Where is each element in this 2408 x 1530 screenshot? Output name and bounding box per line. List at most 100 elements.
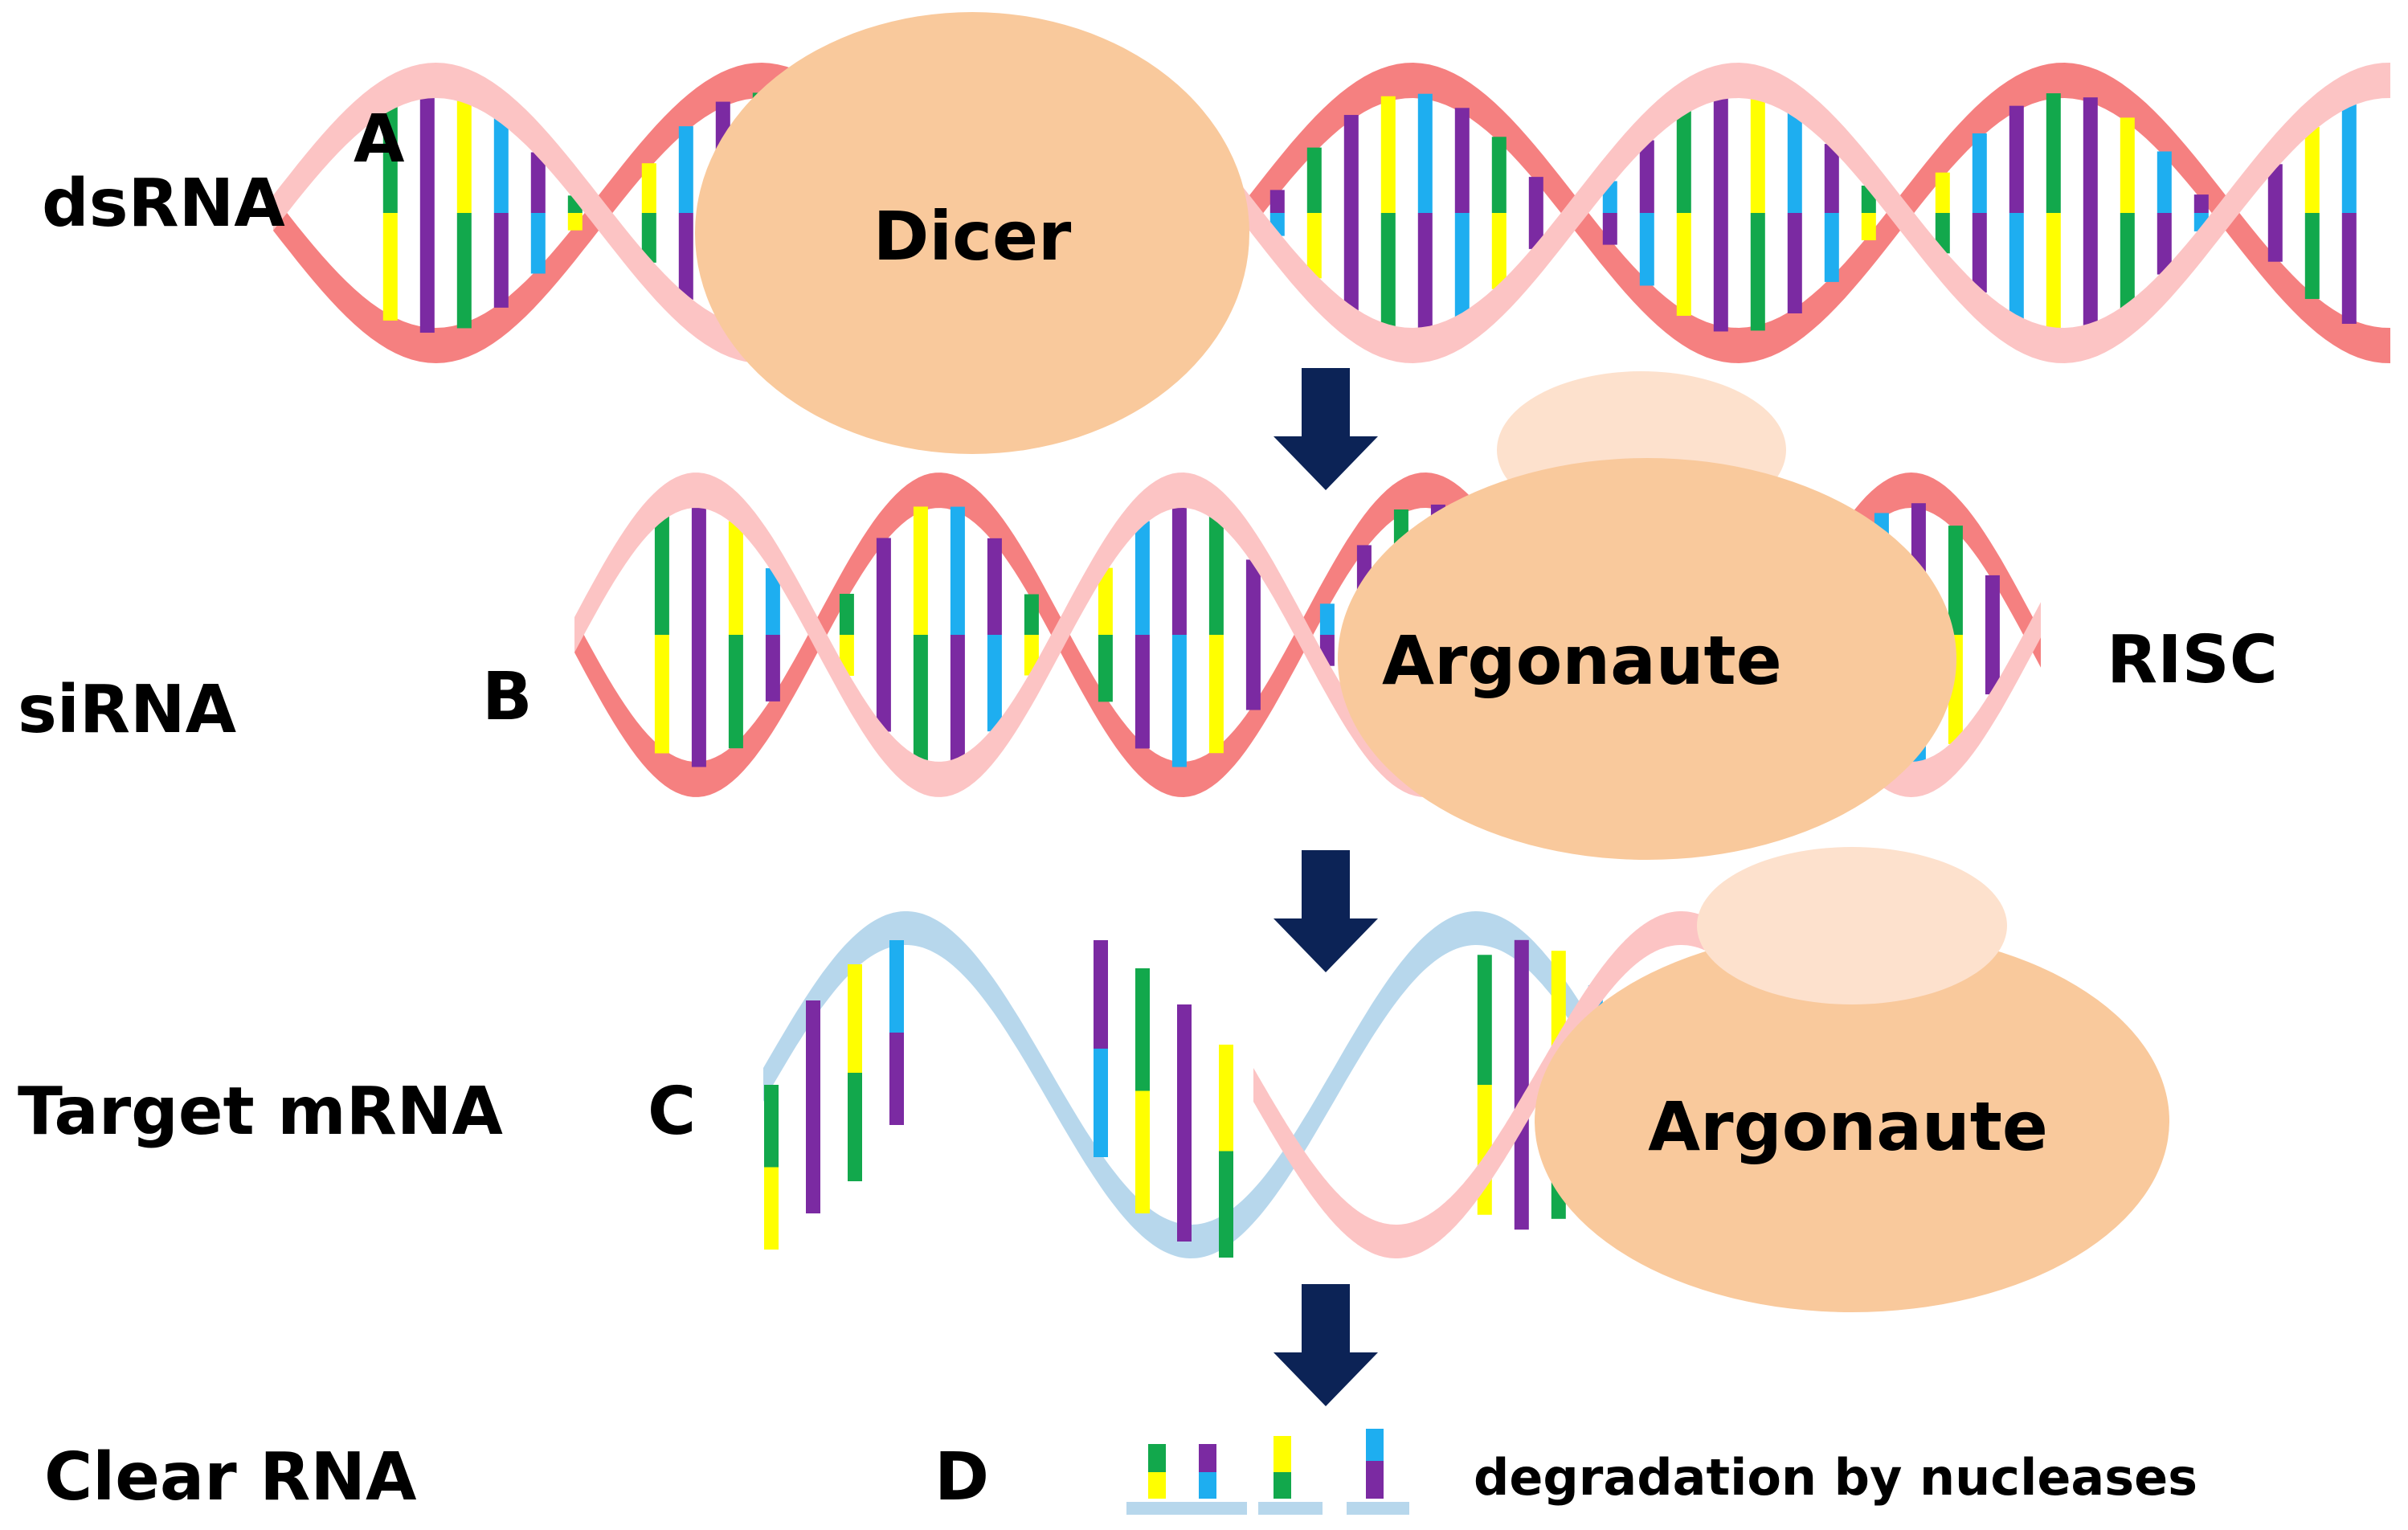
- dsrna-base-pair: [2083, 97, 2098, 329]
- base-pair-upper: [641, 163, 656, 213]
- sirna-base-pair: [691, 502, 706, 767]
- degraded-base: [1199, 1472, 1216, 1499]
- base-pair-upper: [1134, 521, 1150, 635]
- base-pair-lower: [382, 213, 398, 321]
- sirna-base-pair: [654, 516, 669, 754]
- row-label-dsrna: dsRNA: [42, 166, 285, 242]
- base-pair-upper: [1491, 137, 1507, 213]
- degraded-base: [1148, 1444, 1166, 1472]
- dsrna-base-pair: [1417, 93, 1433, 333]
- degraded-base-fragment: [1366, 1429, 1384, 1499]
- degraded-base-fragment: [1274, 1436, 1291, 1499]
- base-pair-lower: [2304, 213, 2320, 300]
- base-pair-lower: [1454, 213, 1470, 318]
- dsrna-base-pair: [493, 118, 509, 308]
- dsrna-base-pair: [456, 97, 472, 329]
- degraded-mrna-segment: [1347, 1502, 1409, 1515]
- base-pair-upper: [2120, 117, 2135, 213]
- degraded-mrna-segment: [1126, 1502, 1247, 1515]
- sirna-base-pair: [1245, 559, 1261, 710]
- mrna-base-fragment: [764, 1085, 779, 1250]
- base-lower: [1135, 1090, 1150, 1213]
- base-pair-lower: [1824, 213, 1839, 282]
- base-pair-upper: [2193, 194, 2209, 213]
- degraded-base: [1274, 1436, 1291, 1472]
- base-pair-lower: [728, 635, 743, 749]
- dsrna-base-pair: [1750, 95, 1765, 331]
- base-lower: [1219, 1151, 1233, 1258]
- base-pair-lower: [2009, 213, 2024, 321]
- base-pair-upper: [1319, 603, 1335, 635]
- base-pair-upper: [1824, 144, 1839, 213]
- down-arrow-3: [1274, 1284, 1378, 1406]
- base-pair-lower: [2157, 213, 2172, 275]
- base-pair-upper: [1269, 190, 1285, 213]
- base-pair-upper: [1245, 559, 1261, 635]
- base-pair-lower: [1602, 213, 1617, 245]
- row-label-clear-rna: Clear RNA: [44, 1439, 417, 1516]
- base-pair-lower: [1134, 635, 1150, 749]
- base-pair-upper: [1343, 115, 1359, 213]
- dsrna-base-pair: [530, 152, 546, 274]
- dsrna-base-pair: [419, 92, 435, 333]
- base-pair-upper: [493, 118, 509, 213]
- dsrna-base-pair: [678, 126, 693, 300]
- base-pair-upper: [382, 105, 398, 213]
- sirna-base-pair: [950, 506, 965, 763]
- base-pair-upper: [1528, 177, 1543, 213]
- base-pair-upper: [1024, 594, 1039, 635]
- base-pair-upper: [1454, 108, 1470, 213]
- base-upper: [764, 1085, 779, 1168]
- degraded-base: [1274, 1472, 1291, 1499]
- argonaute-protein-b: [1338, 458, 1956, 860]
- dsrna-helix: [273, 63, 2390, 363]
- base-pair-upper: [2267, 164, 2283, 213]
- mrna-base-pair: [1514, 939, 1529, 1230]
- base-pair-upper: [1098, 567, 1113, 635]
- degraded-base-fragment: [1148, 1444, 1166, 1499]
- base-pair-upper: [530, 152, 546, 213]
- dsrna-base-pair: [2157, 151, 2172, 275]
- mrna-base-fragment: [806, 1000, 820, 1213]
- argonaute-label-b: Argonaute: [1382, 621, 1782, 700]
- base-pair-upper: [1750, 95, 1765, 213]
- base-pair-upper: [987, 538, 1002, 635]
- degraded-base: [1199, 1444, 1216, 1472]
- base-pair-upper: [654, 516, 669, 635]
- base-pair-upper: [1208, 516, 1224, 635]
- base-pair-lower: [1935, 213, 1950, 254]
- sirna-base-pair: [1098, 567, 1113, 702]
- base-pair-upper: [1787, 112, 1802, 213]
- argonaute-cap-c: [1697, 847, 2007, 1004]
- dsrna-base-pair: [2341, 102, 2357, 324]
- down-arrow-2: [1274, 850, 1378, 972]
- base-upper: [1094, 940, 1108, 1049]
- dsrna-base-pair: [1787, 112, 1802, 314]
- row-label-sirna: siRNA: [18, 672, 237, 748]
- base-pair-upper: [691, 502, 706, 635]
- base-pair-upper: [1985, 575, 2000, 635]
- base-pair-lower: [1676, 213, 1691, 317]
- base-pair-lower: [913, 635, 928, 763]
- sirna-base-pair: [1134, 521, 1150, 749]
- base-pair-lower: [530, 213, 546, 274]
- dsrna-strand-light: [273, 63, 2390, 363]
- sirna-base-pair: [1985, 575, 2000, 695]
- dsrna-base-pair: [2046, 93, 2061, 333]
- base-pair-lower: [2267, 213, 2283, 262]
- base-upper: [1219, 1045, 1233, 1152]
- dsrna-base-pair: [382, 105, 398, 321]
- base-pair-lower: [1491, 213, 1507, 289]
- base-pair-upper: [1948, 526, 1963, 635]
- degraded-base-fragment: [1199, 1444, 1216, 1499]
- base-pair-upper: [2083, 97, 2098, 213]
- sirna-base-pair: [1171, 502, 1187, 767]
- risc-label: RISC: [2107, 622, 2278, 698]
- base-pair-lower: [1171, 635, 1187, 767]
- dsrna-base-pair: [2120, 117, 2135, 309]
- base-upper: [848, 964, 862, 1073]
- dsrna-base-pair: [1935, 172, 1950, 254]
- base-pair-lower: [2083, 213, 2098, 329]
- dsrna-base-pair: [641, 163, 656, 263]
